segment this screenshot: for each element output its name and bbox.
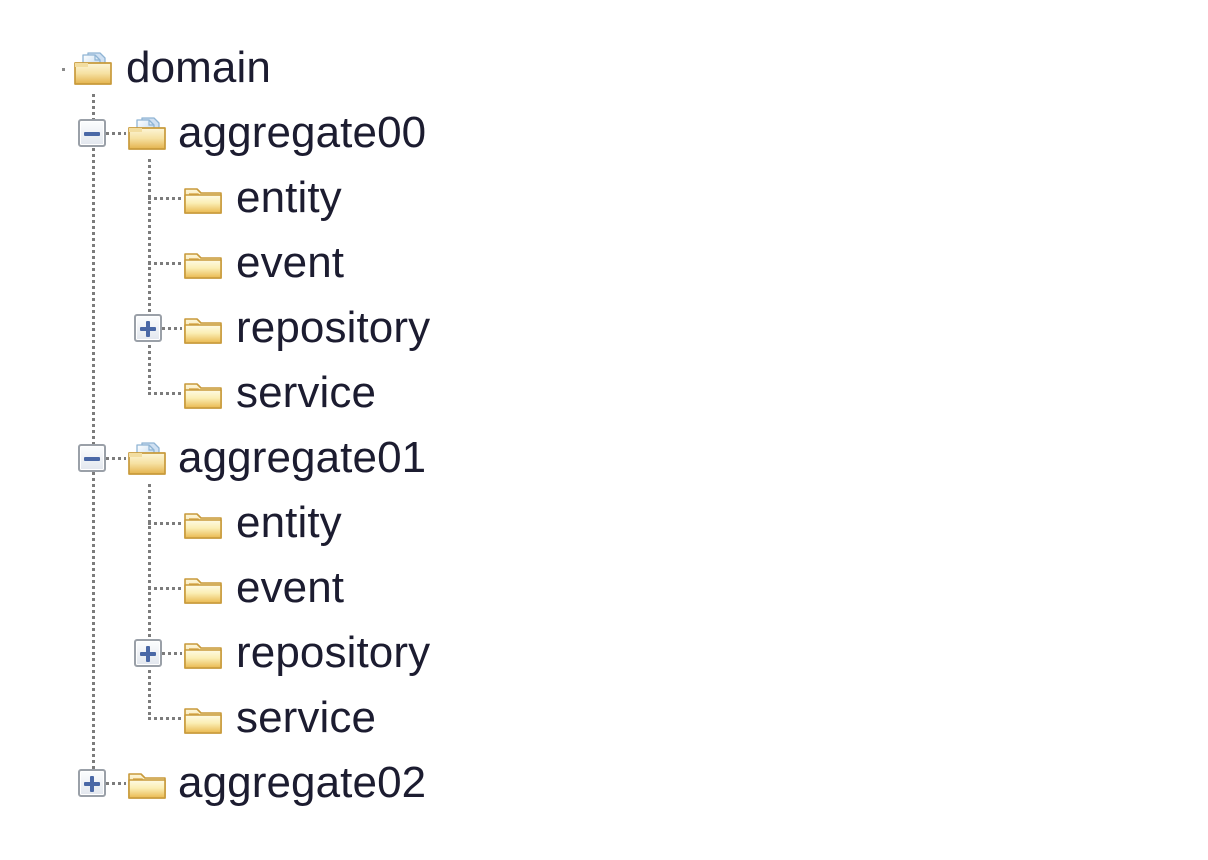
tree-node-label[interactable]: entity [236,498,342,547]
folder-icon [182,507,224,541]
package-folder-icon [126,117,168,151]
tree-node-label[interactable]: repository [236,303,431,352]
tree-guide-connector [148,392,182,395]
tree-guide-branch [148,484,151,720]
tree-guide-connector [148,197,182,200]
tree-guide-connector [148,717,182,720]
package-folder-icon [72,52,114,86]
folder-icon [182,572,224,606]
expand-toggle-icon[interactable] [134,314,162,342]
tree-node-label[interactable]: aggregate00 [178,108,427,157]
tree-guide-connector [162,652,182,655]
tree-row[interactable]: entity [0,491,1208,555]
tree-row[interactable]: aggregate02 [0,751,1208,815]
folder-icon [182,702,224,736]
tree-guide-stub [62,68,65,71]
tree-guide-connector [106,782,126,785]
tree-row[interactable]: domain [0,36,1208,100]
tree-guide-connector [162,327,182,330]
tree-node-label[interactable]: repository [236,628,431,677]
tree-row[interactable]: service [0,686,1208,750]
folder-icon [182,182,224,216]
tree-row[interactable]: repository [0,621,1208,685]
tree-node-label[interactable]: aggregate01 [178,433,427,482]
tree-row[interactable]: event [0,231,1208,295]
tree-row[interactable]: aggregate01 [0,426,1208,490]
tree-node-label[interactable]: domain [126,43,271,92]
tree-node-label[interactable]: service [236,368,377,417]
tree-row[interactable]: aggregate00 [0,101,1208,165]
tree-guide-trunk [92,94,95,783]
tree-guide-connector [148,262,182,265]
tree-guide-connector [148,522,182,525]
folder-icon [182,637,224,671]
tree-node-label[interactable]: aggregate02 [178,758,427,807]
tree-guide-connector [148,587,182,590]
tree-row[interactable]: event [0,556,1208,620]
tree-guide-connector [106,457,126,460]
tree-guide-branch [148,159,151,395]
tree-node-label[interactable]: event [236,238,345,287]
tree-row[interactable]: repository [0,296,1208,360]
tree-row[interactable]: service [0,361,1208,425]
collapse-toggle-icon[interactable] [78,119,106,147]
tree-row[interactable]: entity [0,166,1208,230]
folder-icon [182,247,224,281]
expand-toggle-icon[interactable] [78,769,106,797]
tree-node-label[interactable]: event [236,563,345,612]
package-folder-icon [126,442,168,476]
collapse-toggle-icon[interactable] [78,444,106,472]
tree-guide-connector [106,132,126,135]
folder-icon [182,312,224,346]
folder-icon [182,377,224,411]
expand-toggle-icon[interactable] [134,639,162,667]
folder-icon [126,767,168,801]
tree-node-label[interactable]: entity [236,173,342,222]
tree-node-label[interactable]: service [236,693,377,742]
